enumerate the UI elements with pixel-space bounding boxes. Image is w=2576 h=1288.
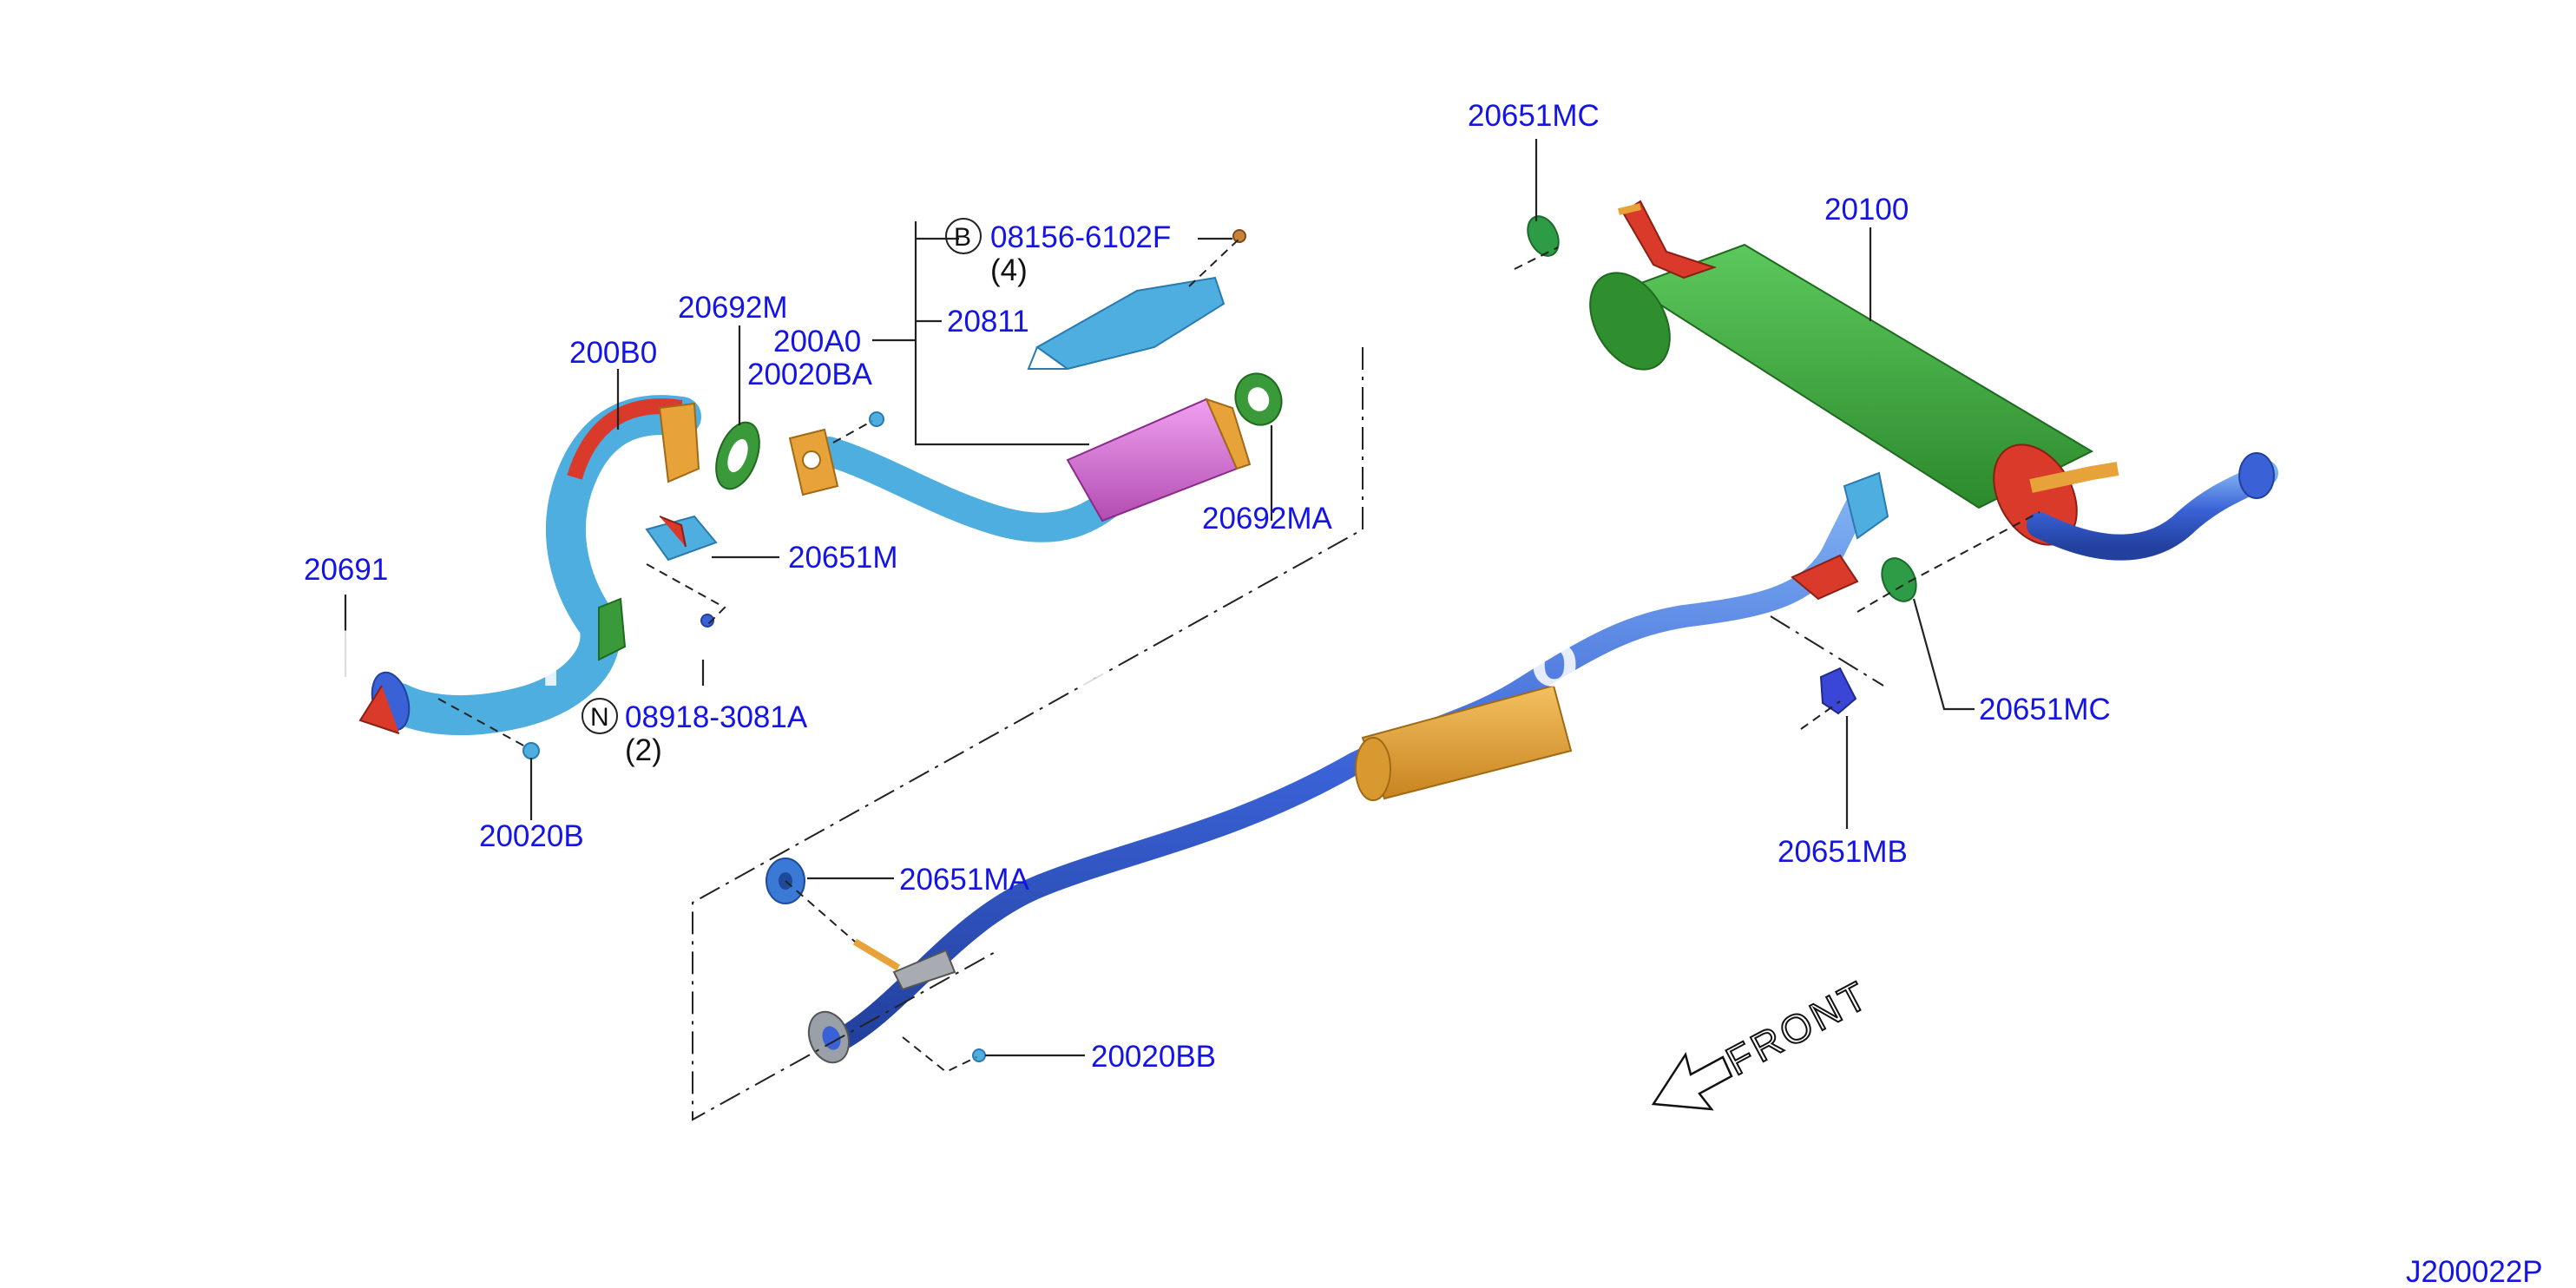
label-08918-3081A[interactable]: 08918-3081A	[625, 700, 808, 734]
symbol-b: B	[954, 223, 971, 252]
label-08156-6102F[interactable]: 08156-6102F	[990, 220, 1171, 254]
gasket-20692m	[715, 421, 760, 490]
rubber-mount-mb	[1819, 667, 1857, 715]
label-20020B[interactable]: 20020B	[479, 819, 584, 853]
center-pipe-bracket	[852, 938, 956, 991]
alignment-line	[785, 880, 856, 943]
label-20692M[interactable]: 20692M	[678, 291, 787, 325]
center-pipe	[807, 471, 1889, 1064]
nut-20020ba	[869, 411, 884, 427]
front-arrow	[1651, 1051, 1733, 1111]
alignment-line	[902, 1036, 977, 1074]
label-20651MC-right[interactable]: 20651MC	[1979, 693, 2111, 726]
label-20651M[interactable]: 20651M	[788, 541, 897, 575]
label-200A0[interactable]: 200A0	[773, 325, 861, 358]
front-tube	[788, 428, 1143, 542]
manifold-tube	[379, 395, 701, 736]
label-20020BB[interactable]: 20020BB	[1091, 1040, 1216, 1074]
nut-20020bb	[972, 1048, 986, 1062]
symbol-n-circle	[582, 698, 618, 734]
assembly-boundary-line	[692, 347, 1364, 1121]
label-20651MB[interactable]: 20651MB	[1778, 835, 1908, 869]
alignment-line	[1188, 238, 1240, 287]
front-flange	[358, 671, 411, 734]
qty-08918-3081A: (2)	[625, 733, 662, 767]
muffler-hanger-bracket	[1618, 200, 1718, 279]
alignment-line	[1800, 700, 1841, 730]
label-20692MA[interactable]: 20692MA	[1202, 502, 1332, 536]
label-200B0[interactable]: 200B0	[569, 336, 657, 370]
catalytic-converter	[1066, 398, 1252, 522]
alignment-line	[832, 420, 873, 444]
diagram-code: J200022P	[2406, 1255, 2543, 1288]
tail-pipe	[2027, 452, 2278, 561]
symbol-b-circle	[945, 218, 982, 254]
assembly-boundary-line	[1770, 615, 1884, 687]
leader-lines	[344, 139, 1975, 1057]
heat-shield	[1027, 276, 1226, 371]
symbol-n: N	[590, 703, 609, 732]
rubber-mount-right	[1881, 557, 1917, 602]
label-20811[interactable]: 20811	[947, 305, 1029, 338]
front-label: FRONT	[1718, 971, 1876, 1084]
label-20100[interactable]: 20100	[1824, 193, 1909, 227]
alignment-line	[1514, 246, 1559, 270]
resonator	[1355, 684, 1573, 801]
bolt-08156	[1232, 229, 1246, 243]
qty-08156-6102F: (4)	[990, 253, 1028, 287]
rubber-mount-top	[1527, 215, 1560, 257]
bracket-20651m	[645, 515, 718, 628]
label-20691[interactable]: 20691	[304, 553, 388, 587]
label-20651MA[interactable]: 20651MA	[899, 863, 1029, 897]
alignment-line	[646, 563, 726, 626]
gasket-20692ma	[1234, 372, 1283, 426]
alignment-line	[1856, 511, 2040, 613]
label-20020BA[interactable]: 20020BA	[747, 358, 873, 391]
watermark: Partsvl catalog	[330, 614, 1684, 703]
alignment-line	[437, 698, 526, 747]
label-20651MC-top[interactable]: 20651MC	[1468, 99, 1600, 133]
nut-20020b	[522, 742, 540, 759]
